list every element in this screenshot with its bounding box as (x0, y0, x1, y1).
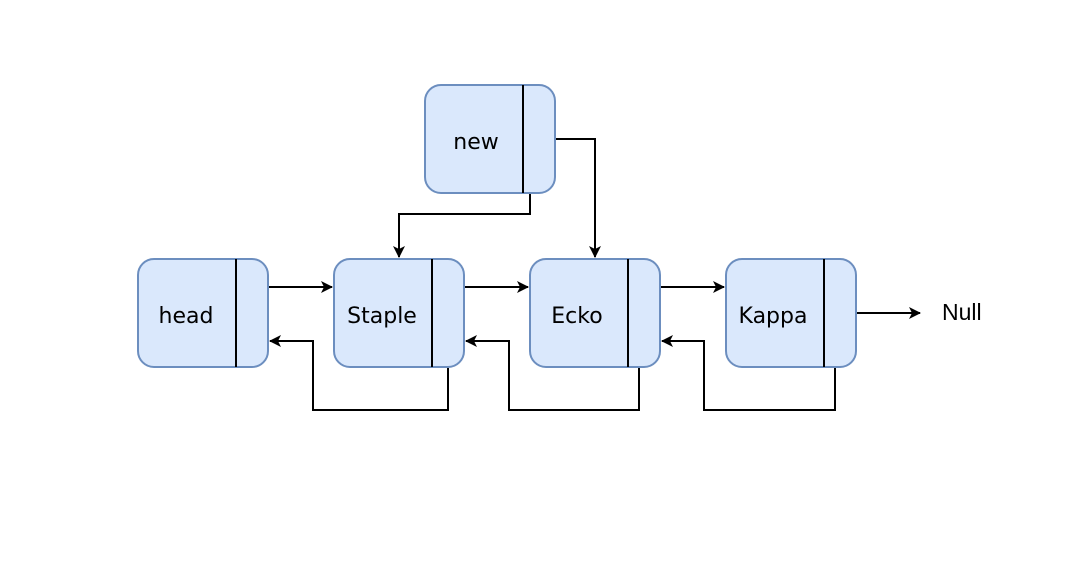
node-new[interactable]: new (424, 84, 556, 194)
node-kappa-label: Kappa (739, 304, 808, 329)
node-ecko[interactable]: Ecko (529, 258, 661, 368)
node-head-label: head (159, 304, 214, 329)
node-head[interactable]: head (137, 258, 269, 368)
node-staple-label: Staple (347, 304, 417, 329)
arrow-new-to-ecko (556, 138, 601, 258)
arrow-ecko-back-to-staple (465, 335, 640, 411)
null-label: Null (942, 299, 982, 325)
node-new-label: new (453, 130, 498, 155)
arrow-new-to-staple (393, 194, 531, 258)
arrow-staple-back-to-head (269, 335, 449, 411)
node-kappa[interactable]: Kappa (725, 258, 857, 368)
arrow-kappa-back-to-ecko (661, 335, 836, 411)
node-ecko-label: Ecko (551, 304, 602, 329)
node-staple[interactable]: Staple (333, 258, 465, 368)
